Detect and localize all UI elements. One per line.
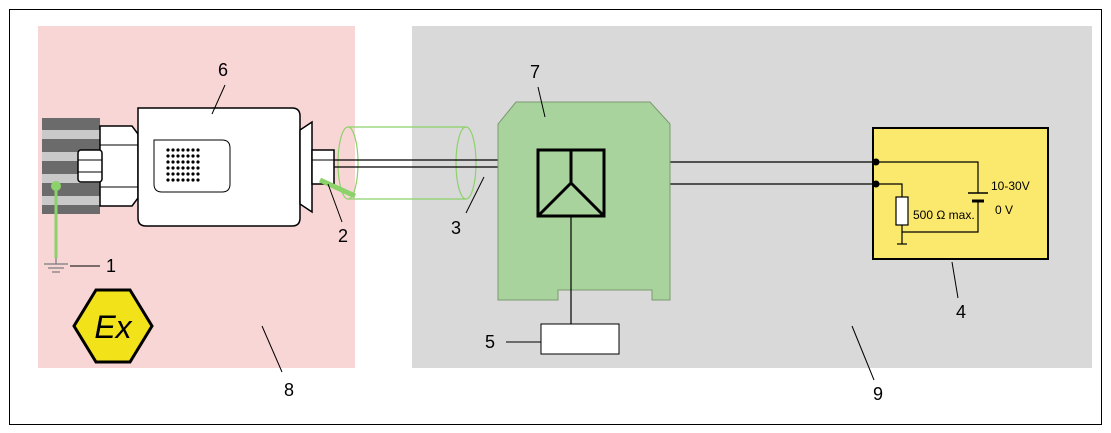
- pressure-transmitter: [42, 107, 335, 227]
- callout-7: 7: [530, 62, 540, 82]
- callout-8: 8: [284, 380, 294, 400]
- callout-4: 4: [956, 302, 966, 322]
- power-supply-box: 10-30V 0 V 500 Ω max.: [872, 127, 1049, 260]
- callout-6: 6: [218, 60, 228, 80]
- leader-lines: [70, 84, 959, 381]
- callout-2: 2: [338, 226, 348, 246]
- callout-9: 9: [873, 384, 883, 404]
- callout-3: 3: [451, 218, 461, 238]
- ex-symbol-text: Ex: [94, 309, 132, 345]
- vent-dots: [166, 148, 200, 182]
- ground-connection: [44, 181, 68, 273]
- cable-shield: [337, 126, 477, 200]
- supply-voltage-label: 10-30V: [991, 179, 1030, 193]
- battery-icon: [968, 192, 988, 203]
- ground-icon: [44, 258, 68, 273]
- output-device-box: [540, 323, 620, 355]
- ex-symbol-icon: Ex: [72, 288, 154, 364]
- callout-1: 1: [106, 256, 116, 276]
- resistor-icon: [895, 196, 909, 226]
- isolator-module: [497, 101, 671, 301]
- callout-5: 5: [485, 332, 495, 352]
- supply-ground-label: 0 V: [995, 203, 1013, 217]
- shield-drain-wire: [318, 177, 357, 199]
- resistor-label: 500 Ω max.: [913, 208, 975, 222]
